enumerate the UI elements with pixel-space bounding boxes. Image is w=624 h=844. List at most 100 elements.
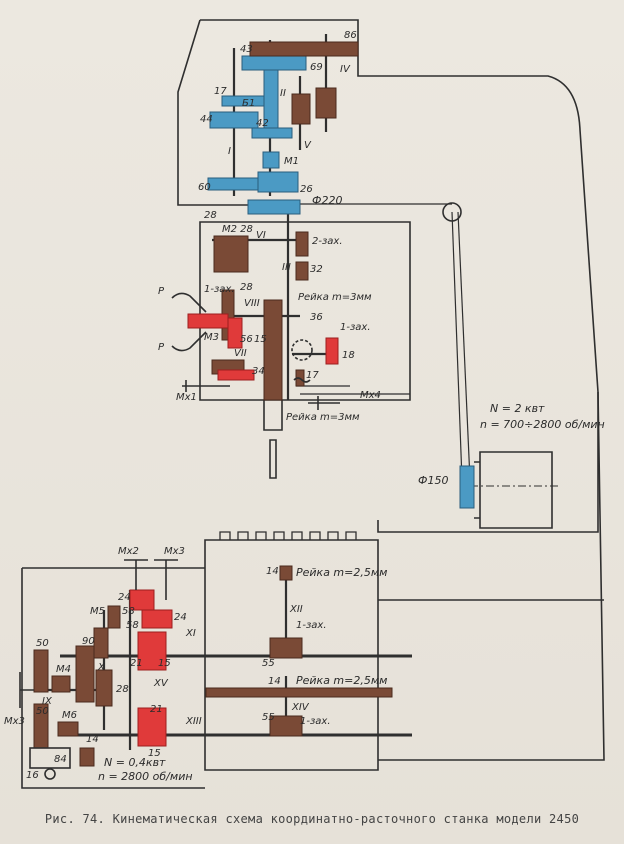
label-15b: 15	[158, 658, 171, 669]
gear-55-bottom	[269, 715, 303, 737]
gear-55-top	[269, 637, 303, 659]
label-50b: 50	[36, 706, 49, 717]
gear-34-bevel	[217, 369, 255, 381]
label-phi150: Ф150	[418, 474, 448, 487]
label-60: 60	[198, 182, 211, 193]
gear-43-69-block	[241, 55, 307, 71]
rack-m25-mid	[205, 687, 393, 698]
gear-44	[209, 111, 259, 129]
label-n1: n = 700÷2800 об/мин	[480, 418, 605, 431]
gear-14-84	[79, 747, 95, 767]
rack-m25-top	[279, 565, 293, 581]
label-phi220: Ф220	[312, 194, 342, 207]
gear-32	[295, 261, 309, 281]
gear-P-left	[187, 313, 229, 329]
rack-m3	[263, 299, 283, 401]
label-84: 84	[54, 754, 67, 765]
label-rack-4: Рейка m=2,5мм	[296, 674, 387, 687]
label-90: 90	[82, 636, 95, 647]
spindle-box-outline	[199, 221, 411, 401]
gear-26	[257, 171, 299, 193]
feed-gears	[129, 313, 339, 747]
label-I: I	[228, 146, 231, 157]
label-IV: IV	[340, 64, 351, 75]
label-16: 16	[26, 770, 39, 781]
label-rack-3: Рейка m=2,5мм	[296, 566, 387, 579]
label-42: 42	[256, 118, 269, 129]
label-55a: 55	[262, 658, 275, 669]
label-15a: 15	[254, 334, 267, 345]
belt-down-2	[457, 211, 471, 481]
gear-M4	[51, 675, 71, 693]
label-XII: XII	[289, 604, 303, 615]
gear-V-cone	[291, 93, 311, 125]
right-column-edge	[378, 391, 605, 761]
label-IX: IX	[42, 696, 53, 707]
gear-21-15-bottom	[137, 707, 167, 747]
label-XIII: XIII	[185, 716, 202, 727]
label-36: 36	[310, 312, 323, 323]
label-2zax: 2-зах.	[312, 236, 343, 247]
gear-M1-clutch	[262, 151, 280, 169]
gear-M6	[57, 721, 79, 737]
label-24b: 24	[174, 612, 187, 623]
gear-28	[95, 669, 113, 707]
label-14c: 14	[86, 734, 99, 745]
label-Mx3: Mx3	[4, 716, 25, 727]
label-1zax-C: 1-зах.	[296, 620, 327, 631]
label-n2: n = 2800 об/мин	[98, 770, 193, 783]
label-28c: 28	[116, 684, 129, 695]
pulley-cord	[442, 202, 462, 222]
label-M5: M5	[90, 606, 105, 617]
label-M6: M6	[62, 710, 77, 721]
label-N1: N = 2 квт	[490, 402, 545, 415]
handwheel-Mx3	[19, 672, 34, 708]
label-Mx4: Mx4	[360, 390, 381, 401]
label-14b: 14	[268, 676, 281, 687]
gear-50-top	[33, 649, 49, 693]
label-58a: 58	[122, 606, 135, 617]
motor-housing	[474, 451, 553, 529]
pulley-220	[247, 199, 301, 215]
table-top-slots	[219, 531, 357, 540]
label-86: 86	[344, 30, 357, 41]
gear-90	[93, 627, 109, 659]
label-24a: 24	[118, 592, 131, 603]
handwheel-Mx3-top	[154, 559, 178, 600]
label-rack-2: Рейка m=3мм	[286, 412, 360, 423]
handwheel-Mx4	[308, 396, 340, 410]
label-II: II	[280, 88, 286, 99]
label-50a: 50	[36, 638, 49, 649]
label-15c: 15	[148, 748, 161, 759]
dial-36	[291, 339, 313, 361]
machine-frame	[21, 19, 605, 789]
gear-42	[251, 127, 293, 139]
label-X: X	[97, 662, 106, 673]
gear-86	[249, 41, 359, 57]
label-XIV: XIV	[291, 702, 310, 713]
spring-17	[293, 377, 311, 383]
label-34: 34	[252, 366, 265, 377]
label-56: 56	[240, 334, 253, 345]
label-B1: Б1	[242, 98, 255, 109]
label-18: 18	[342, 350, 355, 361]
gear-IV-cone	[315, 87, 337, 119]
label-21a: 21	[130, 658, 143, 669]
gear-18	[325, 337, 339, 365]
label-28b: 28	[240, 282, 253, 293]
label-rack-1: Рейка m=3мм	[298, 292, 372, 303]
base-outline	[21, 567, 604, 789]
label-N2: N = 0,4квт	[104, 756, 166, 769]
gear-M5	[107, 605, 121, 629]
label-1zax-D: 1-зах.	[300, 716, 331, 727]
label-XI: XI	[185, 628, 196, 639]
label-17b: 17	[306, 370, 319, 381]
labels: 43 86 69 IV 17 Б1 II 44 42 I V M1 60 26 …	[4, 30, 605, 783]
label-43: 43	[240, 44, 253, 55]
label-21b: 21	[150, 704, 163, 715]
quill-outline	[263, 400, 283, 431]
label-M2: M2 28	[222, 224, 253, 235]
label-1zax-B: 1-зах.	[340, 322, 371, 333]
